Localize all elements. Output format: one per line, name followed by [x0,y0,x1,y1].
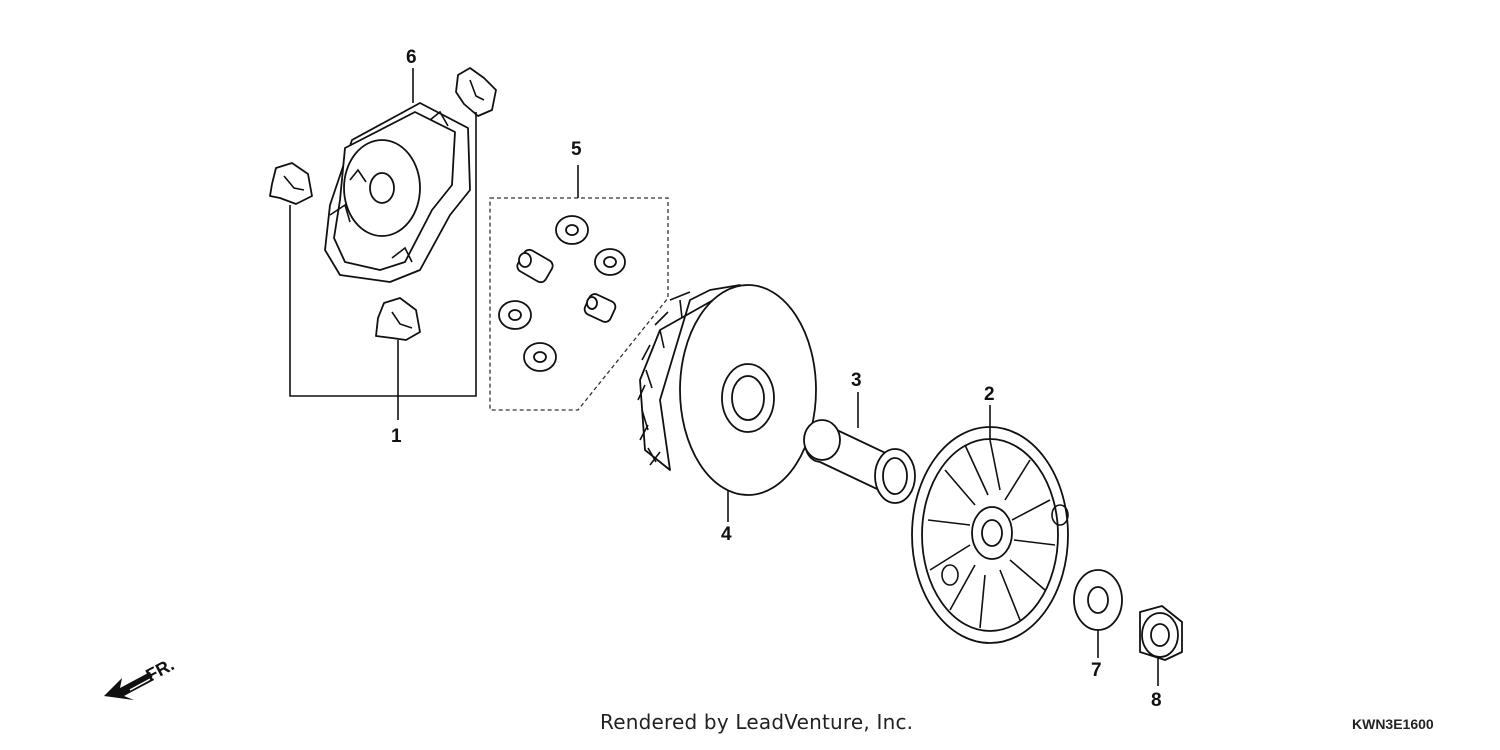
callout-2: 2 [984,384,995,405]
callout-3: 3 [851,370,862,391]
movable-drive-face[interactable] [637,284,817,496]
render-credit: Rendered by LeadVenture, Inc. [600,710,914,734]
drive-face-fan[interactable] [911,426,1069,644]
callout-7: 7 [1091,660,1102,681]
washer[interactable] [1073,569,1123,631]
diagram-code: KWN3E1600 [1352,716,1434,732]
callout-5: 5 [571,139,582,160]
nut[interactable] [1139,605,1183,661]
callout-6: 6 [406,47,417,68]
front-arrow-icon [104,669,155,700]
roller-set-frame [489,197,669,411]
callout-1: 1 [391,426,402,447]
weight-rollers[interactable] [498,215,626,372]
slider-top[interactable] [455,67,497,117]
ramp-plate[interactable] [324,102,471,283]
collar[interactable] [803,419,916,504]
callout-4: 4 [721,524,732,545]
callout-8: 8 [1151,690,1162,711]
slider-bottom[interactable] [375,297,421,341]
slider-left[interactable] [269,162,313,205]
